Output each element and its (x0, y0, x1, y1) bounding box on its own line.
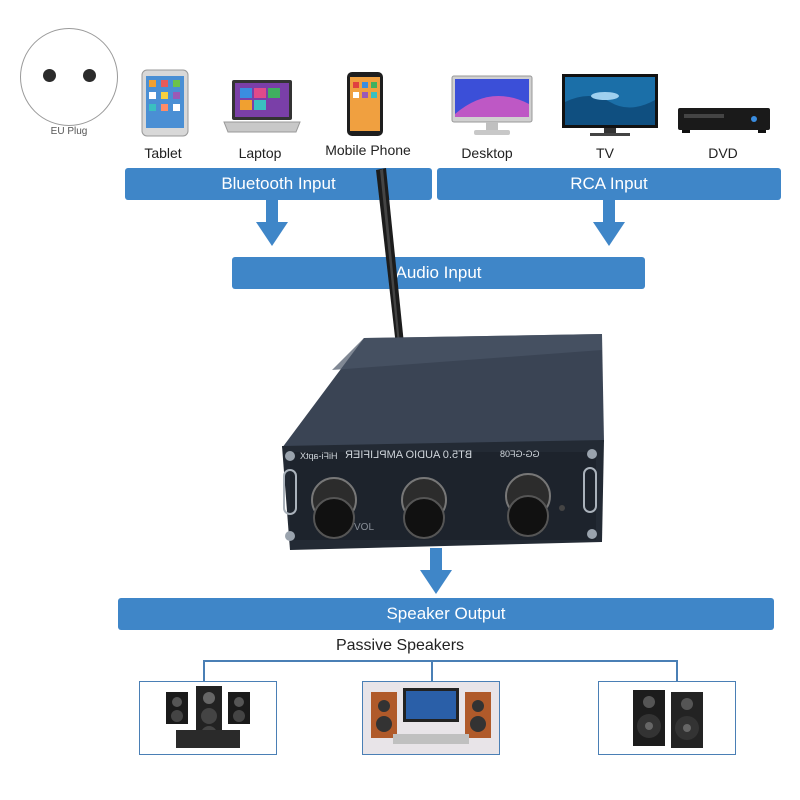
eu-plug-icon (20, 28, 118, 126)
desktop-icon (451, 75, 533, 135)
device-label-desktop: Desktop (461, 145, 513, 161)
device-label-laptop: Laptop (238, 145, 282, 161)
speaker-icon (363, 682, 499, 754)
tv-icon (562, 74, 658, 136)
speaker-set-1 (139, 681, 277, 755)
rca-input-bar: RCA Input (437, 168, 781, 200)
device-label-tablet: Tablet (144, 145, 182, 161)
speaker-output-bar: Speaker Output (118, 598, 774, 630)
connector-line (203, 660, 205, 682)
amplifier-device (282, 334, 604, 550)
connector-line (431, 660, 433, 682)
device-label-dvd: DVD (708, 145, 738, 161)
audio-input-bar: Audio Input (232, 257, 645, 289)
amplifier-model: GG-GF08 (500, 449, 540, 459)
amplifier-title: BT5.0 AUDIO AMPLIFIER (345, 449, 473, 461)
arrow-down-icon (256, 200, 288, 246)
device-label-mobile-phone: Mobile Phone (325, 142, 411, 158)
speaker-set-2 (362, 681, 500, 755)
laptop-icon (223, 80, 301, 133)
arrow-down-icon (420, 548, 452, 594)
amplifier-subtitle: HiFi-aptX (300, 451, 338, 461)
tablet-icon (141, 69, 189, 137)
arrow-down-icon (593, 200, 625, 246)
amplifier-vol-label: VOL (354, 522, 375, 533)
speaker-set-3 (598, 681, 736, 755)
eu-plug-label: EU Plug (50, 126, 88, 137)
passive-speakers-label: Passive Speakers (335, 637, 465, 654)
device-label-tv: TV (596, 145, 614, 161)
speaker-icon (166, 686, 250, 748)
connector-line (203, 660, 678, 662)
dvd-player-icon (678, 108, 770, 133)
mobile-phone-icon (347, 72, 383, 136)
antenna-icon (376, 168, 404, 346)
connector-line (676, 660, 678, 682)
speaker-icon (633, 690, 703, 748)
